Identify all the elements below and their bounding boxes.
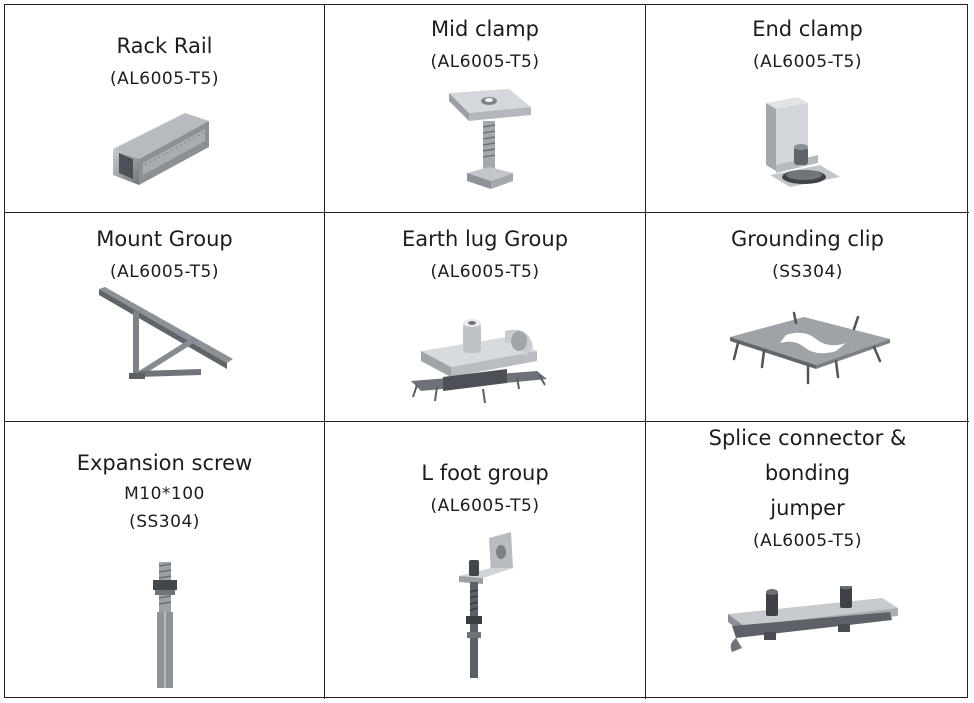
splice-connector-icon bbox=[728, 586, 898, 652]
mount-group-icon bbox=[99, 287, 233, 379]
product-material: (AL6005-T5) bbox=[753, 531, 862, 551]
product-material: (AL6005-T5) bbox=[430, 262, 540, 282]
product-material: (AL6005-T5) bbox=[110, 262, 219, 282]
product-table: Rack Rail (AL6005-T5) Mid clamp (AL6005-… bbox=[4, 4, 969, 699]
product-cell-earth-lug: Earth lug Group (AL6005-T5) bbox=[325, 213, 646, 422]
product-name: Earth lug Group bbox=[401, 227, 569, 251]
product-name: Mount Group bbox=[96, 227, 233, 251]
product-name: L foot group bbox=[421, 461, 549, 485]
product-name: Rack Rail bbox=[116, 34, 213, 58]
product-cell-expansion-screw: Expansion screw M10*100 (SS304) bbox=[5, 422, 325, 699]
product-cell-grounding-clip: Grounding clip (SS304) bbox=[646, 213, 969, 422]
product-spec: M10*100 bbox=[124, 484, 205, 504]
end-clamp-icon bbox=[766, 97, 840, 187]
mid-clamp-icon bbox=[449, 89, 531, 189]
product-name: End clamp bbox=[752, 17, 863, 41]
product-cell-mid-clamp: Mid clamp (AL6005-T5) bbox=[325, 5, 646, 213]
product-material: (AL6005-T5) bbox=[110, 69, 219, 89]
product-cell-l-foot: L foot group (AL6005-T5) bbox=[325, 422, 646, 699]
l-foot-icon bbox=[459, 532, 513, 678]
product-name: Expansion screw bbox=[76, 451, 253, 475]
product-name: Mid clamp bbox=[431, 17, 539, 41]
product-name: Splice connector & bbox=[708, 426, 907, 450]
product-name-line-3: jumper bbox=[770, 496, 845, 520]
earth-lug-icon bbox=[411, 319, 547, 404]
product-cell-end-clamp: End clamp (AL6005-T5) bbox=[646, 5, 969, 213]
product-cell-mount-group: Mount Group (AL6005-T5) bbox=[5, 213, 325, 422]
product-cell-splice-connector: Splice connector & bonding jumper (AL600… bbox=[646, 422, 969, 699]
rack-rail-icon bbox=[113, 113, 209, 185]
expansion-screw-icon bbox=[153, 562, 177, 688]
grounding-clip-icon bbox=[730, 311, 890, 385]
product-material: (SS304) bbox=[129, 512, 200, 532]
product-material: (AL6005-T5) bbox=[430, 496, 540, 516]
product-material: (SS304) bbox=[772, 262, 843, 282]
product-material: (AL6005-T5) bbox=[753, 52, 862, 72]
product-material: (AL6005-T5) bbox=[430, 52, 540, 72]
product-cell-rack-rail: Rack Rail (AL6005-T5) bbox=[5, 5, 325, 213]
product-name: Grounding clip bbox=[731, 227, 884, 251]
product-name-line-2: bonding bbox=[764, 461, 851, 485]
